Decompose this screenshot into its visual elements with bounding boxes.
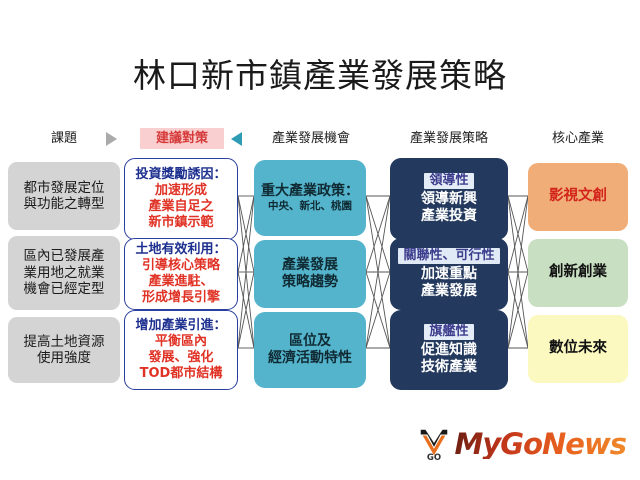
measure-box-3[interactable]: 增加產業引進： 平衡區內 發展、強化 TOD都市結構 bbox=[124, 310, 238, 390]
core-industry-box-2-label: 創新創業 bbox=[549, 264, 607, 281]
issue-box-2-line2: 業用地之就業 bbox=[23, 264, 105, 281]
header-suggested-measures: 建議對策 bbox=[140, 128, 224, 149]
issue-box-3[interactable]: 提高土地資源 使用強度 bbox=[8, 317, 120, 383]
measure-box-1-line3: 新市鎮示範 bbox=[148, 214, 214, 230]
opportunity-box-1-line1: 重大產業政策： bbox=[261, 183, 359, 200]
measure-box-2[interactable]: 土地有效利用： 引導核心策略 產業進駐、 形成增長引擎 bbox=[124, 238, 238, 310]
opportunity-box-3-line1: 區位及 bbox=[289, 332, 331, 349]
measure-box-3-line2: 發展、強化 bbox=[148, 350, 214, 365]
issue-box-1-line1: 都市發展定位 bbox=[23, 179, 105, 196]
core-industry-box-1-label: 影視文創 bbox=[549, 188, 607, 205]
measure-box-1[interactable]: 投資獎勵誘因： 加速形成 產業自足之 新市鎮示範 bbox=[124, 158, 238, 240]
opportunity-box-1-sub: 中央、新北、桃園 bbox=[268, 200, 352, 213]
measure-box-2-line1: 引導核心策略 bbox=[141, 258, 220, 274]
strategy-box-3-line2: 技術產業 bbox=[421, 358, 477, 375]
mygonews-wordmark: MyGoNews bbox=[454, 426, 627, 461]
strategy-box-2-line2: 產業發展 bbox=[421, 282, 477, 299]
measure-box-2-line2: 產業進駐、 bbox=[148, 274, 214, 289]
header-industry-strategy: 產業發展策略 bbox=[409, 131, 488, 146]
issue-box-1[interactable]: 都市發展定位 與功能之轉型 bbox=[8, 162, 120, 230]
opportunity-box-2[interactable]: 產業發展 策略趨勢 bbox=[254, 240, 366, 308]
header-issues: 課題 bbox=[50, 131, 77, 146]
strategy-box-1-line2: 產業投資 bbox=[421, 207, 477, 224]
issue-box-1-line2: 與功能之轉型 bbox=[23, 196, 105, 212]
column-header-row: 課題 建議對策 產業發展機會 產業發展策略 核心產業 bbox=[0, 128, 640, 150]
arrow-right-icon bbox=[106, 132, 117, 146]
opportunity-box-2-line1: 產業發展 bbox=[282, 256, 338, 273]
header-core-industry: 核心產業 bbox=[551, 131, 604, 146]
measure-box-1-line1: 加速形成 bbox=[154, 183, 207, 199]
issue-box-2-line3: 機會已經定型 bbox=[23, 281, 105, 298]
opportunity-box-3[interactable]: 區位及 經濟活動特性 bbox=[254, 312, 366, 388]
opportunity-box-3-line2: 經濟活動特性 bbox=[268, 350, 352, 366]
opportunity-box-1[interactable]: 重大產業政策： 中央、新北、桃園 bbox=[254, 160, 366, 236]
measure-box-3-line3: TOD都市結構 bbox=[139, 365, 223, 381]
strategy-box-3-tag: 旗艦性 bbox=[424, 323, 474, 340]
measure-box-1-line2: 產業自足之 bbox=[148, 199, 214, 214]
strategy-box-3[interactable]: 旗艦性 促進知識 技術產業 bbox=[390, 310, 508, 390]
strategy-box-2-tag: 關聯性、可行性 bbox=[398, 247, 500, 264]
issue-box-3-line1: 提高土地資源 bbox=[23, 333, 105, 350]
opportunity-box-2-line2: 策略趨勢 bbox=[282, 274, 338, 290]
core-industry-box-3[interactable]: 數位未來 bbox=[528, 315, 628, 383]
page-title: 林口新市鎮產業發展策略 bbox=[133, 56, 507, 95]
issue-box-2[interactable]: 區內已發展產 業用地之就業 機會已經定型 bbox=[8, 236, 120, 310]
issue-box-3-line2: 使用強度 bbox=[37, 350, 91, 366]
strategy-box-3-line1: 促進知識 bbox=[421, 341, 477, 358]
core-industry-box-3-label: 數位未來 bbox=[549, 340, 607, 357]
strategy-box-1-tag: 領導性 bbox=[424, 172, 474, 189]
strategy-box-2-line1: 加速重點 bbox=[421, 265, 477, 282]
arrow-left-icon bbox=[231, 132, 242, 146]
measure-box-1-head: 投資獎勵誘因： bbox=[135, 167, 227, 183]
measure-box-2-head: 土地有效利用： bbox=[135, 242, 227, 258]
measure-box-3-line1: 平衡區內 bbox=[154, 334, 207, 350]
strategy-box-2[interactable]: 關聯性、可行性 加速重點 產業發展 bbox=[390, 238, 508, 310]
issue-box-2-line1: 區內已發展產 bbox=[23, 248, 105, 265]
header-industry-opportunity: 產業發展機會 bbox=[271, 131, 350, 146]
strategy-box-1[interactable]: 領導性 領導新興 產業投資 bbox=[390, 158, 508, 240]
strategy-box-1-line1: 領導新興 bbox=[421, 190, 477, 207]
mygonews-logo-icon: GO bbox=[420, 429, 447, 462]
core-industry-box-1[interactable]: 影視文創 bbox=[528, 163, 628, 231]
measure-box-2-line3: 形成增長引擎 bbox=[141, 289, 220, 305]
core-industry-box-2[interactable]: 創新創業 bbox=[528, 239, 628, 307]
measure-box-3-head: 增加產業引進： bbox=[135, 318, 227, 334]
svg-text:GO: GO bbox=[426, 453, 440, 462]
mygonews-watermark: GO MyGoNews bbox=[417, 426, 627, 462]
